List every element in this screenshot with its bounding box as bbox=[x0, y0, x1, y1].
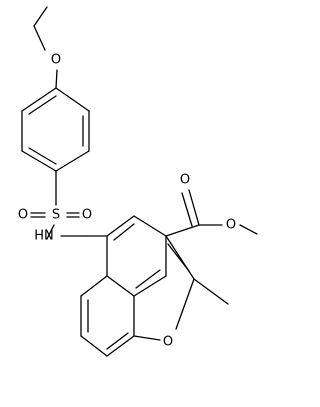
sulfonamide-group bbox=[30, 170, 87, 240]
amine-nh-label: HN bbox=[34, 229, 54, 244]
sulfonyl-oxygen-right-label: O bbox=[82, 208, 92, 223]
ether-oxygen-label: O bbox=[51, 53, 61, 68]
carbonyl-oxygen-label: O bbox=[180, 173, 190, 188]
molecule-structure: O S O O HN O O O bbox=[18, 6, 258, 357]
furan-oxygen-label: O bbox=[163, 335, 173, 350]
ethoxy-group bbox=[33, 6, 58, 89]
structure-canvas: O S O O HN O O O bbox=[17, 6, 258, 357]
ester-oxygen-label: O bbox=[226, 218, 236, 233]
benzene-ring bbox=[21, 87, 90, 172]
ester-group bbox=[165, 189, 258, 237]
naphthofuran-core bbox=[80, 215, 229, 357]
sulfur-label: S bbox=[52, 208, 60, 223]
sulfonyl-oxygen-left-label: O bbox=[18, 208, 28, 223]
